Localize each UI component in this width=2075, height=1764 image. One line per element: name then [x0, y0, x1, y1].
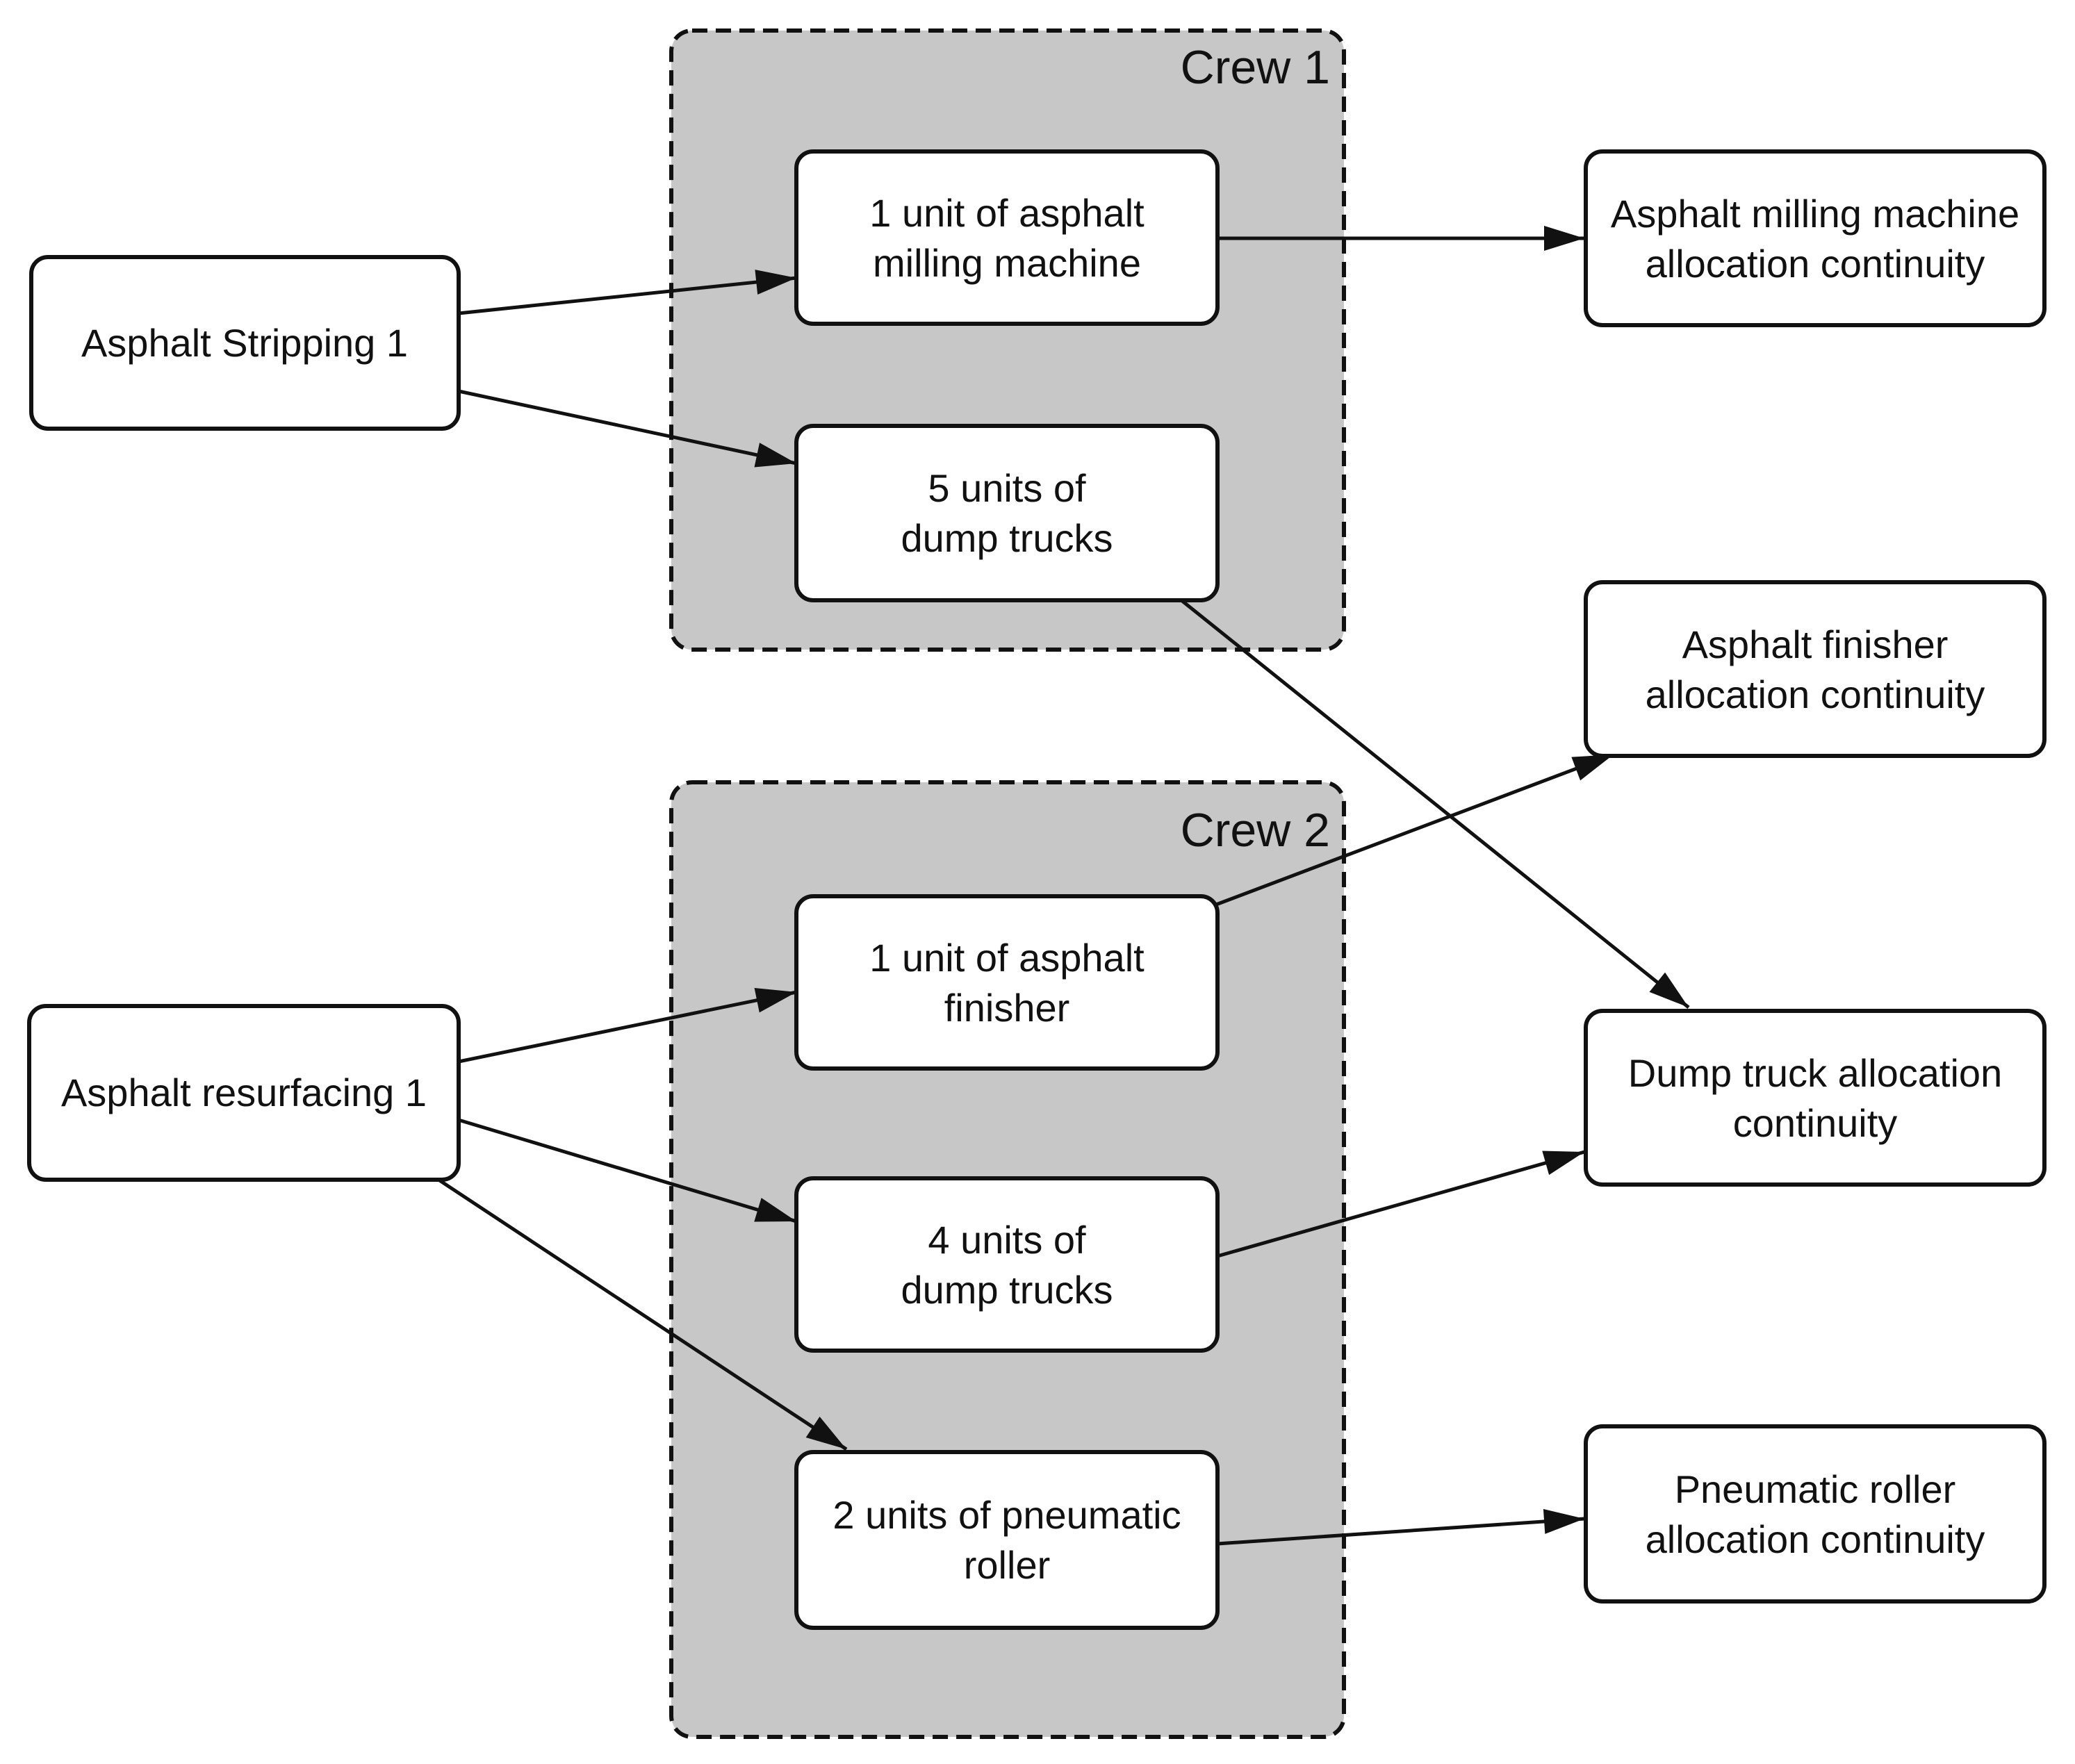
- node-asphalt-finisher-label-line1: 1 unit of asphalt: [869, 936, 1145, 980]
- node-roller-continuity-label-line1: Pneumatic roller: [1675, 1467, 1956, 1511]
- node-milling-machine-box: [794, 149, 1220, 326]
- node-milling-machine: 1 unit of asphalt milling machine: [794, 149, 1220, 326]
- node-dump-trucks-4-label-line2: dump trucks: [901, 1268, 1113, 1312]
- node-asphalt-stripping-box: [29, 255, 461, 431]
- arrow-resurfacing-to-roller: [435, 1176, 848, 1451]
- node-dump-trucks-4-box: [794, 1176, 1220, 1353]
- node-pneumatic-roller-box: [794, 1450, 1220, 1630]
- node-dump-trucks-5-box: [794, 424, 1220, 602]
- node-finisher-continuity: Asphalt finisher allocation continuity: [1584, 580, 2047, 758]
- node-dump-continuity-label-line1: Dump truck allocation: [1628, 1051, 2002, 1095]
- node-asphalt-resurfacing: Asphalt resurfacing 1: [27, 1004, 461, 1182]
- node-milling-machine-label-line1: 1 unit of asphalt: [869, 191, 1145, 235]
- crew2-label: Crew 2: [1181, 804, 1330, 857]
- node-dump-trucks-5: 5 units of dump trucks: [794, 424, 1220, 602]
- node-asphalt-finisher: 1 unit of asphalt finisher: [794, 894, 1220, 1071]
- node-dump-continuity-box: [1584, 1009, 2047, 1187]
- crew1-label: Crew 1: [1181, 41, 1330, 94]
- node-roller-continuity: Pneumatic roller allocation continuity: [1584, 1424, 2047, 1604]
- node-asphalt-stripping: Asphalt Stripping 1: [29, 255, 461, 431]
- node-pneumatic-roller: 2 units of pneumatic roller: [794, 1450, 1220, 1630]
- arrow-stripping-to-milling: [458, 270, 797, 315]
- node-milling-continuity-box: [1584, 149, 2047, 327]
- node-asphalt-finisher-box: [794, 894, 1220, 1071]
- node-dump-continuity-label-line2: continuity: [1733, 1101, 1898, 1145]
- node-dump-trucks-5-label-line1: 5 units of: [928, 466, 1086, 510]
- node-asphalt-stripping-label: Asphalt Stripping 1: [81, 321, 408, 365]
- node-dump-continuity: Dump truck allocation continuity: [1584, 1009, 2047, 1187]
- arrow-dump4-to-dump-continuity: [1217, 1150, 1585, 1258]
- arrow-resurfacing-to-dump4: [458, 1118, 797, 1223]
- node-pneumatic-roller-label-line2: roller: [964, 1543, 1050, 1587]
- node-milling-continuity-label-line1: Asphalt milling machine: [1611, 192, 2019, 236]
- arrow-stripping-to-dump5: [458, 389, 797, 468]
- node-finisher-continuity-label-line2: allocation continuity: [1646, 673, 1985, 716]
- arrow-roller-to-roller-continuity: [1217, 1508, 1585, 1546]
- node-dump-trucks-4: 4 units of dump trucks: [794, 1176, 1220, 1353]
- arrow-dump5-to-dump-continuity: [1180, 599, 1690, 1009]
- arrow-finisher-to-finisher-continuity: [1215, 752, 1614, 907]
- node-finisher-continuity-label-line1: Asphalt finisher: [1682, 623, 1949, 666]
- node-milling-continuity-label-line2: allocation continuity: [1646, 242, 1985, 286]
- node-finisher-continuity-box: [1584, 580, 2047, 758]
- node-dump-trucks-4-label-line1: 4 units of: [928, 1218, 1086, 1262]
- node-pneumatic-roller-label-line1: 2 units of pneumatic: [833, 1493, 1181, 1537]
- node-asphalt-resurfacing-label: Asphalt resurfacing 1: [61, 1071, 427, 1114]
- node-asphalt-finisher-label-line2: finisher: [944, 986, 1070, 1030]
- node-roller-continuity-label-line2: allocation continuity: [1646, 1517, 1985, 1561]
- arrow-resurfacing-to-finisher: [458, 988, 797, 1064]
- node-roller-continuity-box: [1584, 1424, 2047, 1604]
- node-dump-trucks-5-label-line2: dump trucks: [901, 516, 1113, 560]
- node-milling-continuity: Asphalt milling machine allocation conti…: [1584, 149, 2047, 327]
- diagram-edges: [435, 226, 1690, 1546]
- node-milling-machine-label-line2: milling machine: [873, 241, 1141, 285]
- node-asphalt-resurfacing-box: [27, 1004, 461, 1182]
